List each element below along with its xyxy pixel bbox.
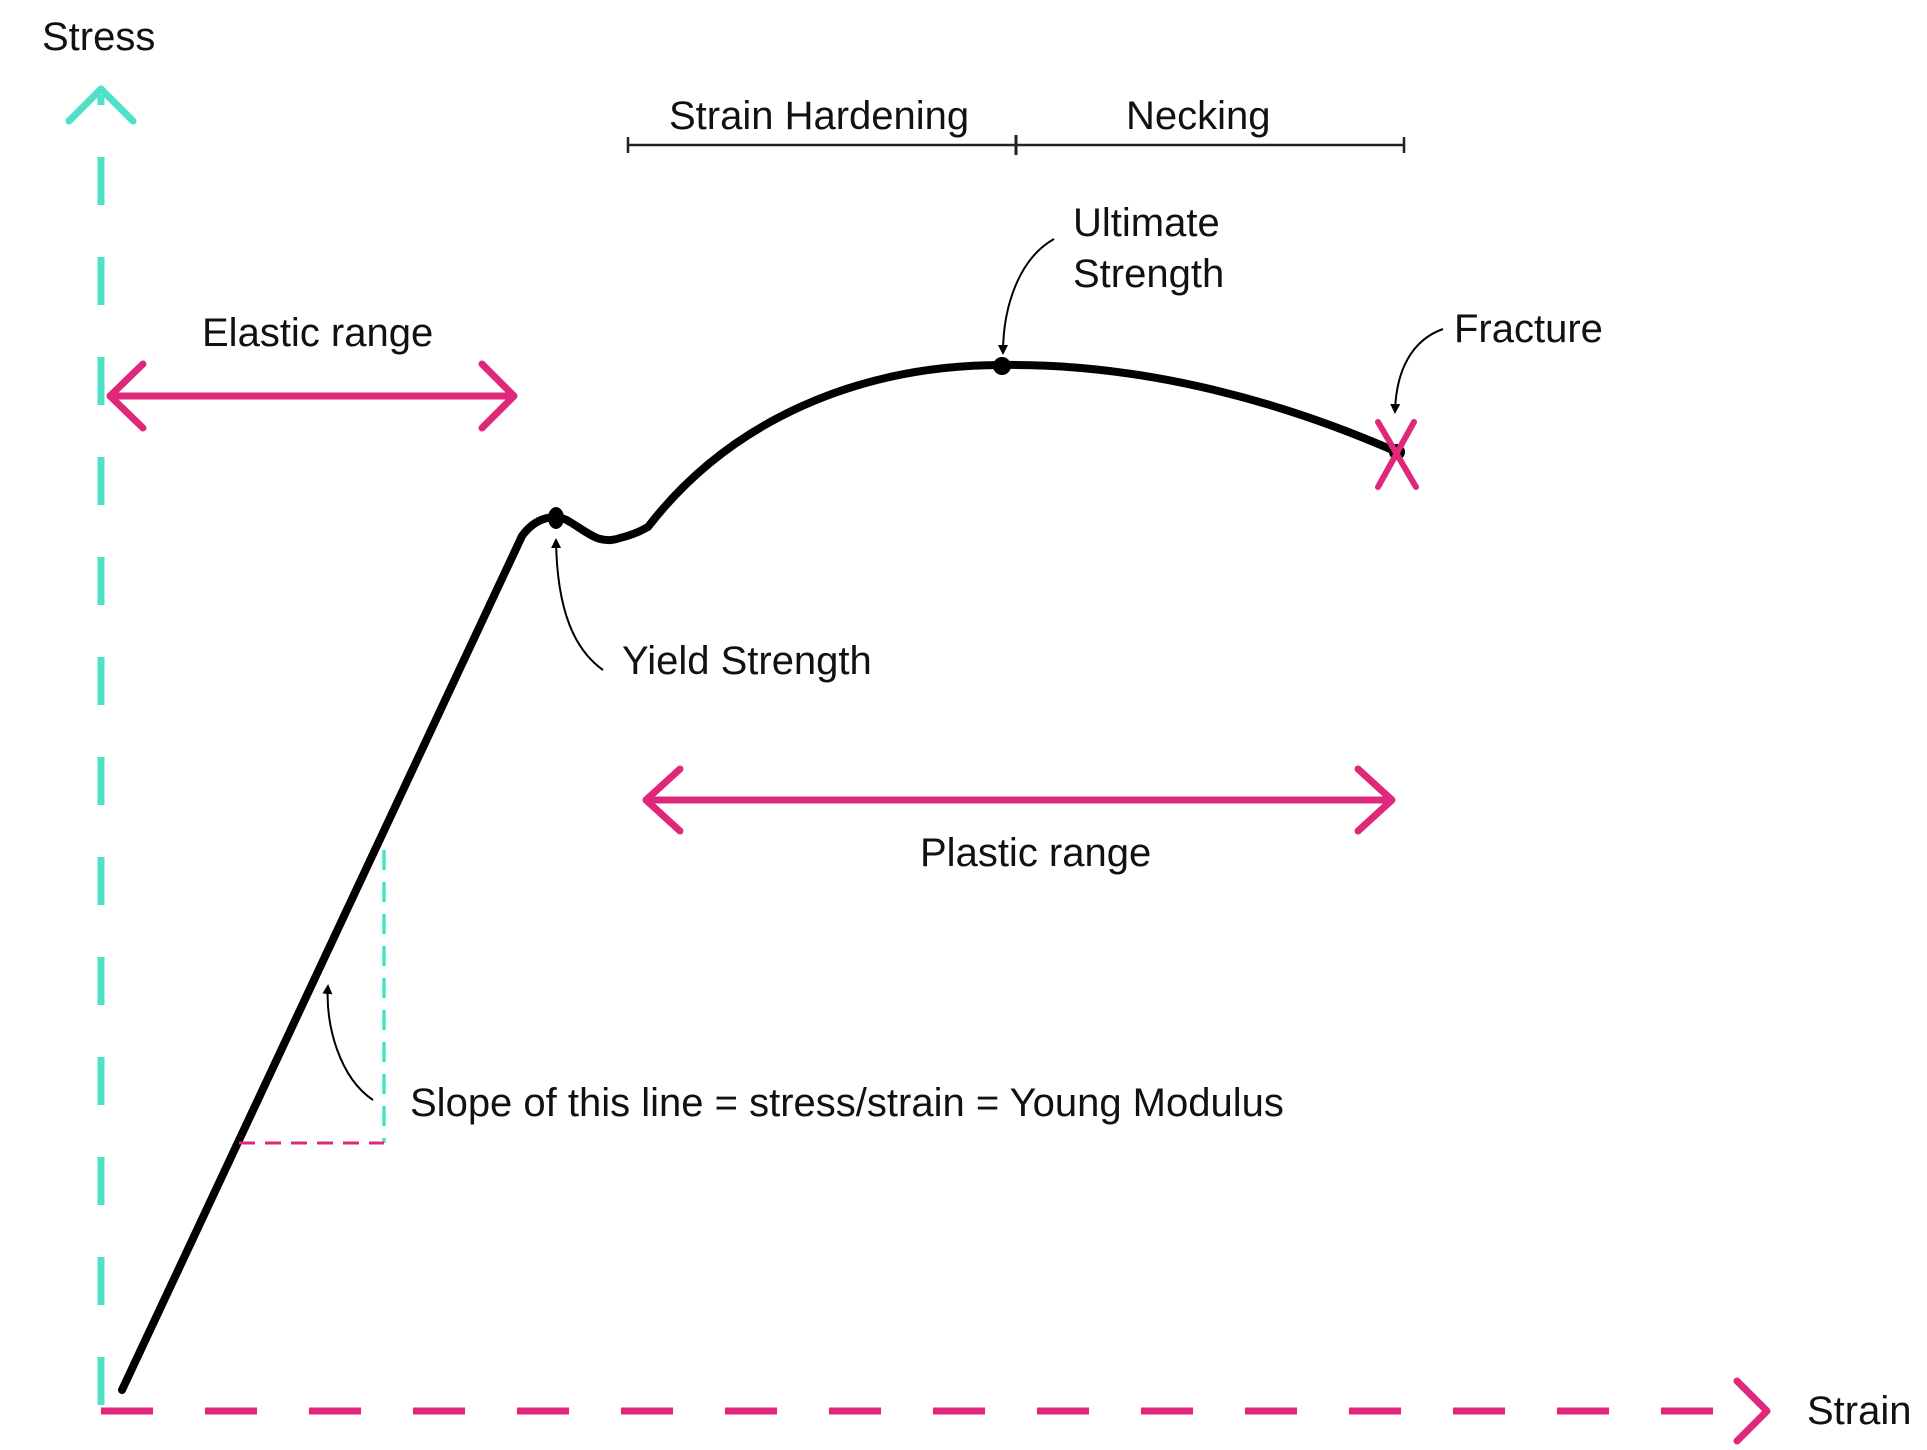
ultimate-strength-pointer — [998, 238, 1055, 355]
slope-pointer — [322, 984, 374, 1101]
elastic-range-label: Elastic range — [202, 311, 433, 355]
yield-strength-label: Yield Strength — [622, 639, 872, 683]
plastic-range-label: Plastic range — [920, 831, 1151, 875]
fracture-pointer — [1390, 328, 1444, 414]
necking-label: Necking — [1126, 94, 1271, 138]
plastic-range-arrow — [642, 765, 1396, 835]
stress-axis-arrowhead — [65, 85, 137, 125]
fracture-label: Fracture — [1454, 307, 1603, 351]
stress-axis-label: Stress — [42, 15, 155, 59]
strain-axis-arrowhead — [1733, 1377, 1771, 1445]
phase-bracket — [626, 135, 1406, 155]
yield-strength-point — [548, 507, 564, 529]
strain-axis-label: Strain — [1807, 1389, 1912, 1433]
ultimate-strength-label-line1: Ultimate — [1073, 201, 1220, 245]
stress-strain-curve — [118, 360, 1401, 1394]
strain-axis — [101, 1377, 1771, 1445]
stress-axis — [65, 85, 137, 1405]
ultimate-strength-label-line2: Strength — [1073, 252, 1224, 296]
slope-triangle — [239, 850, 386, 1145]
fracture-x-mark — [1375, 419, 1419, 490]
strain-hardening-label: Strain Hardening — [669, 94, 969, 138]
yield-strength-pointer — [551, 538, 604, 671]
youngs-modulus-note: Slope of this line = stress/strain = You… — [410, 1081, 1284, 1125]
elastic-range-arrow — [106, 360, 518, 432]
ultimate-strength-point — [993, 357, 1011, 375]
